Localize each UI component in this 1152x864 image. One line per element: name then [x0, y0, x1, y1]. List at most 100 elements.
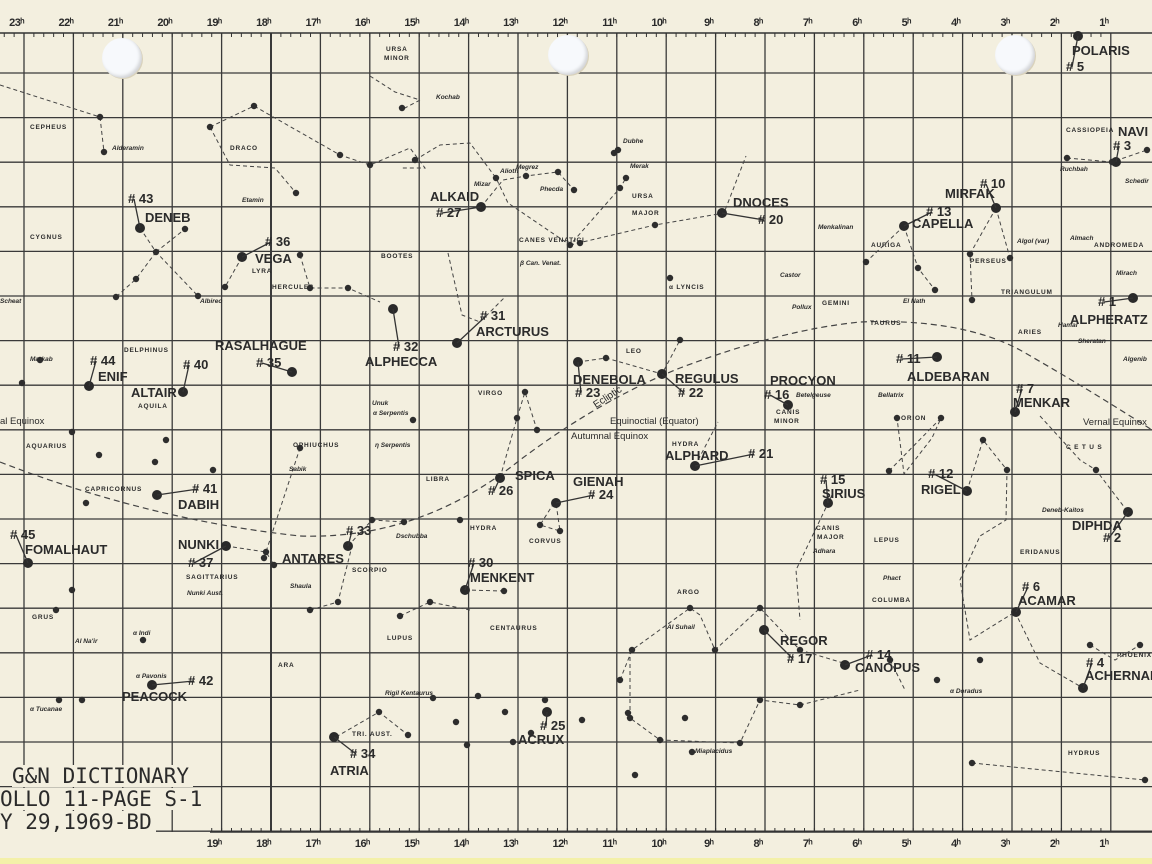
- star-marker: [616, 184, 624, 192]
- star-marker: [914, 264, 922, 272]
- star-marker: [411, 156, 419, 164]
- constellation-label: HYDRA: [470, 525, 498, 532]
- star-name-label: β Can. Venat.: [520, 260, 561, 267]
- star-leader-line: [88, 360, 97, 387]
- navigation-star-name: ALPHARD: [665, 448, 729, 463]
- star-name-label: Dschubba: [396, 533, 428, 540]
- star-marker: [400, 518, 408, 526]
- star-name-label: Dubhe: [623, 138, 644, 145]
- constellation-label: PHOENIX: [1117, 652, 1152, 659]
- navigation-star-name: SPICA: [515, 468, 555, 483]
- star-marker: [474, 692, 482, 700]
- navigation-star-number: # 36: [265, 234, 291, 249]
- navigation-star-name: ALKAID: [430, 189, 480, 204]
- constellation-label: VIRGO: [478, 390, 503, 397]
- star-leader-line: [844, 654, 873, 666]
- constellation-line: [629, 650, 861, 744]
- star-name-label: El Nath: [903, 298, 926, 305]
- star-marker: [1003, 466, 1011, 474]
- navigation-star-number: # 33: [346, 523, 372, 538]
- constellation-label: MINOR: [774, 418, 800, 425]
- navigation-star-name: ARCTURUS: [476, 324, 549, 339]
- star-marker: [206, 123, 214, 131]
- navigation-star-name: REGULUS: [675, 371, 739, 386]
- star-leader-line: [193, 545, 227, 564]
- navigation-star-number: # 16: [764, 387, 790, 402]
- navigation-star-name: ACRUX: [518, 732, 565, 747]
- star-marker: [937, 414, 945, 422]
- star-leader-line: [1108, 511, 1129, 539]
- hour-label-top: 4ʰ: [951, 17, 961, 29]
- constellation-label: OPHIUCHUS: [293, 442, 340, 449]
- star-marker: [893, 414, 901, 422]
- star-marker: [306, 284, 314, 292]
- star-leader-line: [241, 241, 272, 258]
- star-marker: [52, 606, 60, 614]
- navigation-star-name: CANOPUS: [855, 660, 921, 675]
- star-marker: [536, 521, 544, 529]
- star-marker: [736, 739, 744, 747]
- star-name-label: Markab: [30, 356, 53, 363]
- navigation-star-number: # 5: [1066, 59, 1085, 74]
- navigation-star-number: # 27: [436, 205, 462, 220]
- star-name-label: Sheratan: [1078, 338, 1106, 345]
- star-marker: [541, 696, 549, 704]
- constellation-line: [971, 762, 1146, 781]
- star-marker: [209, 466, 217, 474]
- star-marker: [344, 284, 352, 292]
- star-marker: [18, 379, 26, 387]
- star-marker: [933, 676, 941, 684]
- navigation-star-number: # 30: [468, 555, 494, 570]
- star-leader-line: [769, 394, 789, 406]
- star-name-label: α Doradus: [950, 688, 983, 695]
- star-marker: [452, 718, 460, 726]
- hour-label-bottom: 14ʰ: [453, 838, 469, 850]
- constellation-line: [694, 421, 719, 467]
- star-marker: [1136, 641, 1144, 649]
- navigation-star-name: DIPHDA: [1072, 518, 1122, 533]
- star-marker: [527, 729, 535, 737]
- star-marker: [112, 293, 120, 301]
- star-marker: [862, 258, 870, 266]
- navigation-star-number: # 1: [1098, 294, 1117, 309]
- star-name-label: Kochab: [436, 94, 460, 101]
- star-marker: [100, 148, 108, 156]
- constellation-label: DELPHINUS: [124, 347, 169, 354]
- hour-label-top: 13ʰ: [503, 17, 518, 29]
- star-name-label: Algol (var): [1017, 238, 1050, 245]
- star-marker: [68, 428, 76, 436]
- constellation-label: C E T U S: [1066, 444, 1103, 451]
- star-marker: [250, 102, 258, 110]
- star-marker: [622, 174, 630, 182]
- navigation-star-number: # 25: [540, 718, 566, 733]
- constellation-label: CENTAURUS: [490, 625, 538, 632]
- hour-label-bottom: 5ʰ: [901, 838, 912, 850]
- navigation-star-name: NAVI: [1118, 124, 1149, 139]
- navigation-star-number: # 7: [1016, 381, 1035, 396]
- navigation-star-number: # 10: [980, 176, 1006, 191]
- star-marker: [1143, 146, 1151, 154]
- page-edge: [0, 858, 1152, 864]
- navigation-star-name: ALPHERATZ: [1070, 312, 1148, 327]
- hour-label-top: 5ʰ: [901, 17, 912, 29]
- navigation-star-name: ALPHECCA: [365, 354, 438, 369]
- star-name-label: Megrez: [516, 164, 539, 171]
- hour-label-bottom: 17ʰ: [305, 838, 321, 850]
- star-marker: [976, 656, 984, 664]
- star-marker: [151, 458, 159, 466]
- star-marker: [409, 416, 417, 424]
- star-leader-line: [347, 530, 353, 547]
- constellation-label: CORVUS: [529, 538, 562, 545]
- constellation-label: ARGO: [677, 589, 700, 596]
- hour-label-top: 20ʰ: [157, 17, 173, 29]
- star-marker: [968, 759, 976, 767]
- constellation-line: [399, 601, 471, 617]
- star-marker: [602, 354, 610, 362]
- constellation-line: [1089, 644, 1141, 661]
- navigation-star-name: ANTARES: [282, 551, 344, 566]
- constellation-label: DRACO: [230, 145, 258, 152]
- star-name-label: η Serpentis: [375, 442, 411, 449]
- hour-label-bottom: 8ʰ: [753, 838, 763, 850]
- navigation-star-name: MENKENT: [470, 570, 535, 585]
